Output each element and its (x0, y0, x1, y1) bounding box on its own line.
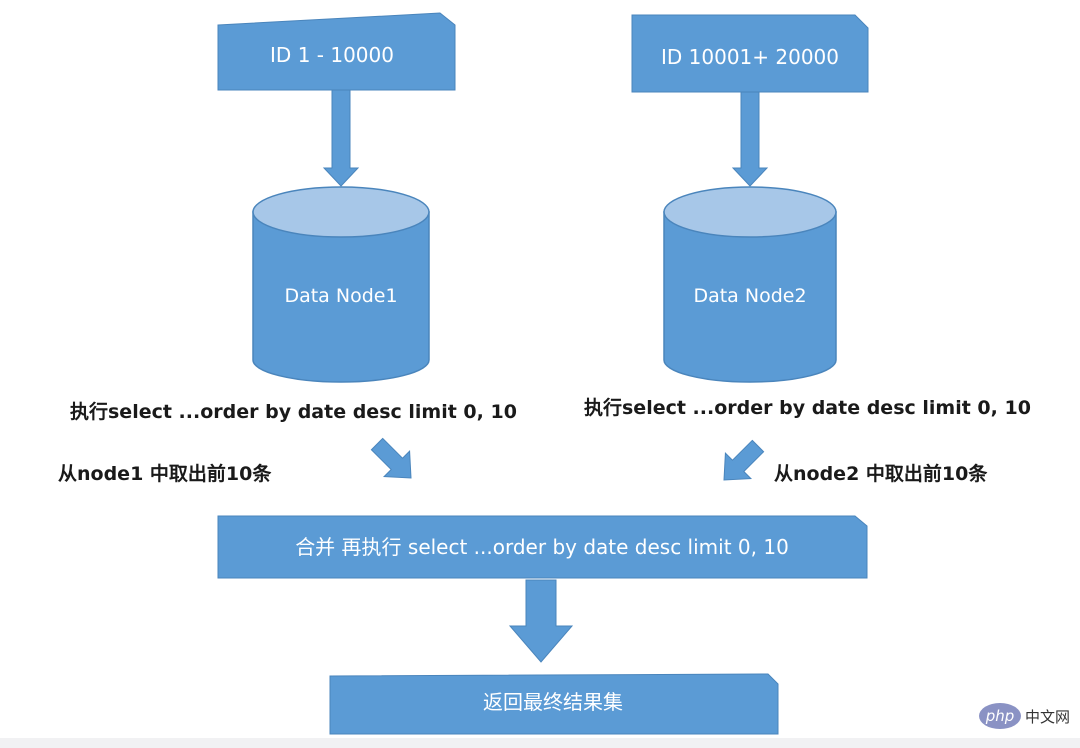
query-label-left: 执行select ...order by date desc limit 0, … (70, 400, 517, 423)
source-box-left-label: ID 1 - 10000 (270, 43, 394, 67)
watermark: php 中文网 (979, 703, 1070, 729)
watermark-site: 中文网 (1025, 708, 1070, 726)
arrow-diagonal-right (723, 439, 765, 481)
database-cylinder-node1: Data Node1 (252, 186, 430, 383)
take-label-right: 从node2 中取出前10条 (774, 462, 988, 485)
merge-box: 合并 再执行 select ...order by date desc limi… (217, 515, 868, 579)
node1-label: Data Node1 (284, 285, 397, 307)
result-box-label: 返回最终结果集 (483, 690, 623, 714)
source-box-left: ID 1 - 10000 (217, 12, 456, 91)
node2-label: Data Node2 (693, 285, 806, 307)
source-box-right-label: ID 10001+ 20000 (661, 45, 839, 69)
source-box-right: ID 10001+ 20000 (631, 14, 869, 93)
watermark-logo: php (985, 707, 1015, 725)
php-logo-icon (979, 703, 1021, 729)
arrow-diagonal-left (370, 437, 412, 479)
arrow-down-right (731, 91, 769, 187)
footer-strip (0, 738, 1080, 748)
take-label-left: 从node1 中取出前10条 (58, 462, 272, 485)
merge-box-label: 合并 再执行 select ...order by date desc limi… (295, 535, 789, 559)
result-box: 返回最终结果集 (329, 673, 779, 735)
arrow-down-left (322, 89, 360, 187)
arrow-down-result (508, 579, 574, 663)
query-label-right: 执行select ...order by date desc limit 0, … (584, 396, 1031, 419)
database-cylinder-node2: Data Node2 (663, 186, 837, 383)
